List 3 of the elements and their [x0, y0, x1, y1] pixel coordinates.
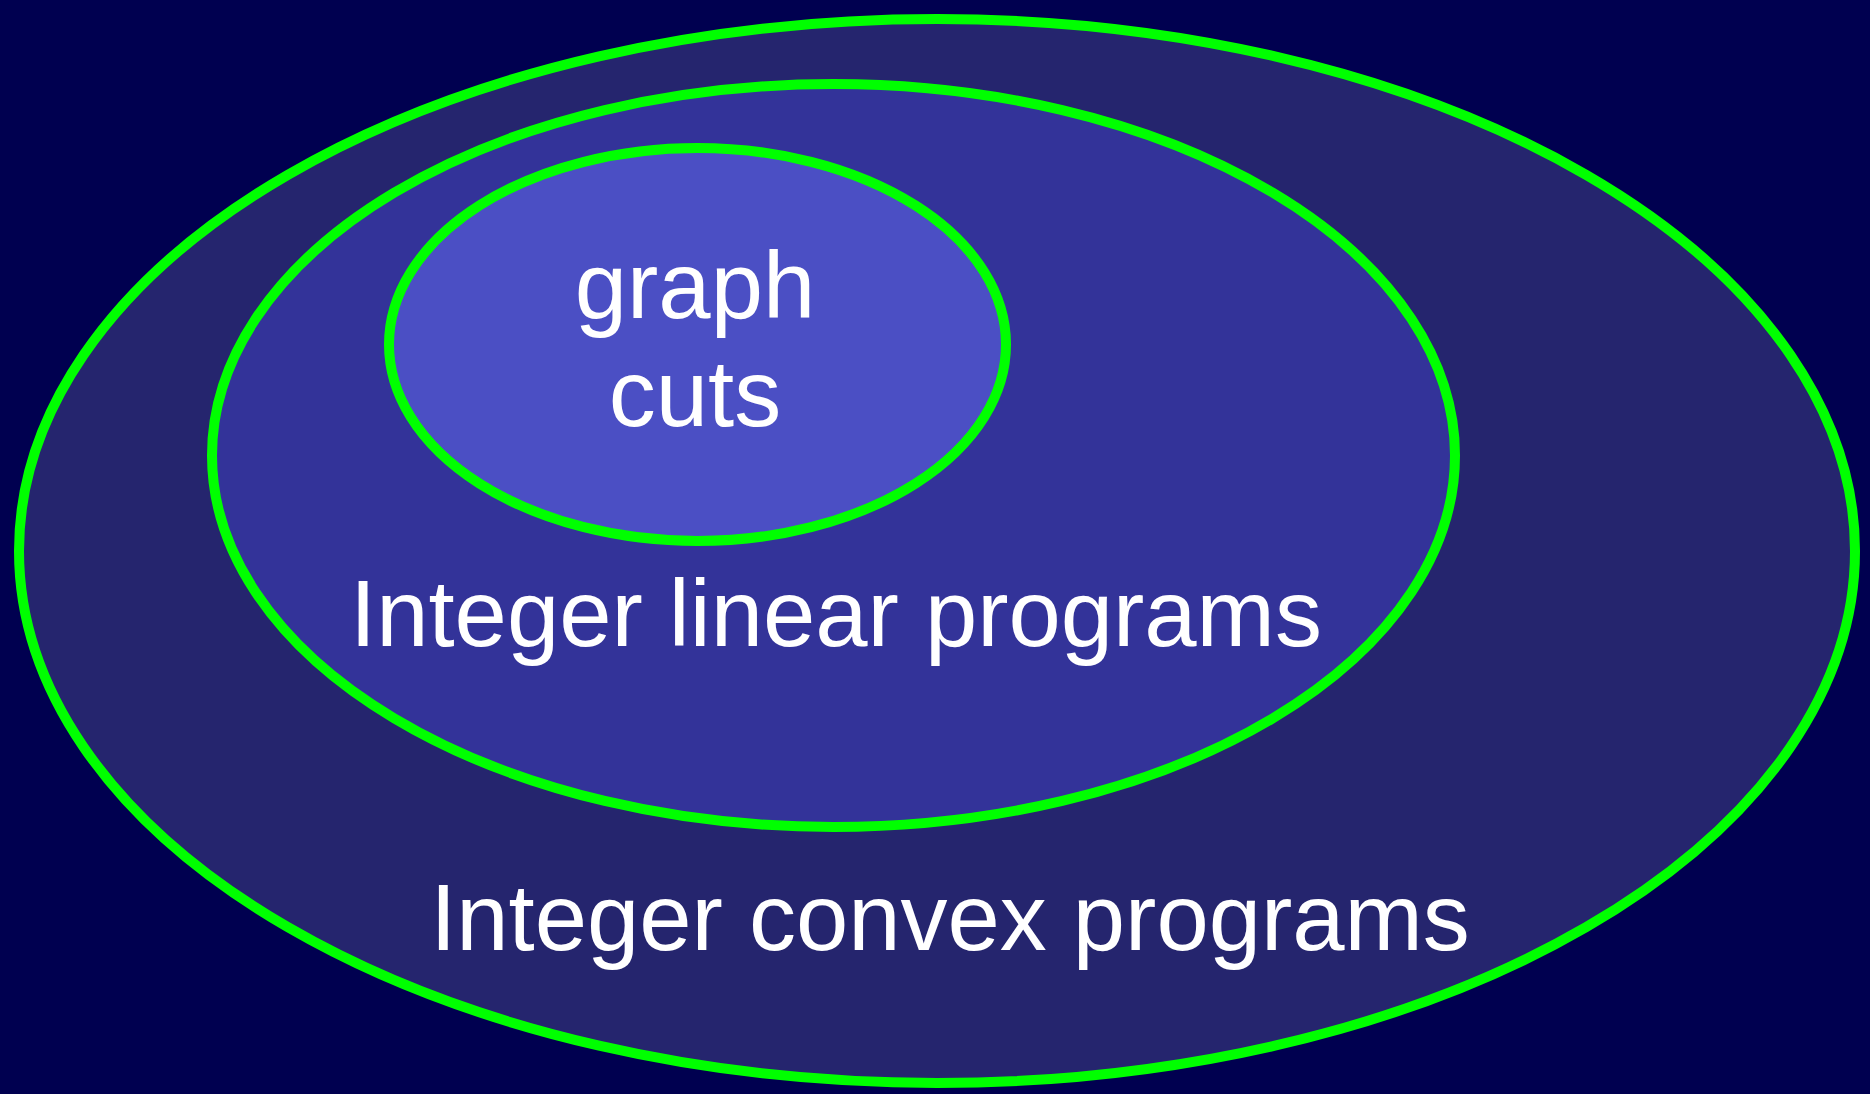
set-label: graph cuts	[573, 231, 817, 448]
set-label: Integer linear programs	[350, 559, 1322, 668]
set-label: Integer convex programs	[430, 863, 1470, 972]
